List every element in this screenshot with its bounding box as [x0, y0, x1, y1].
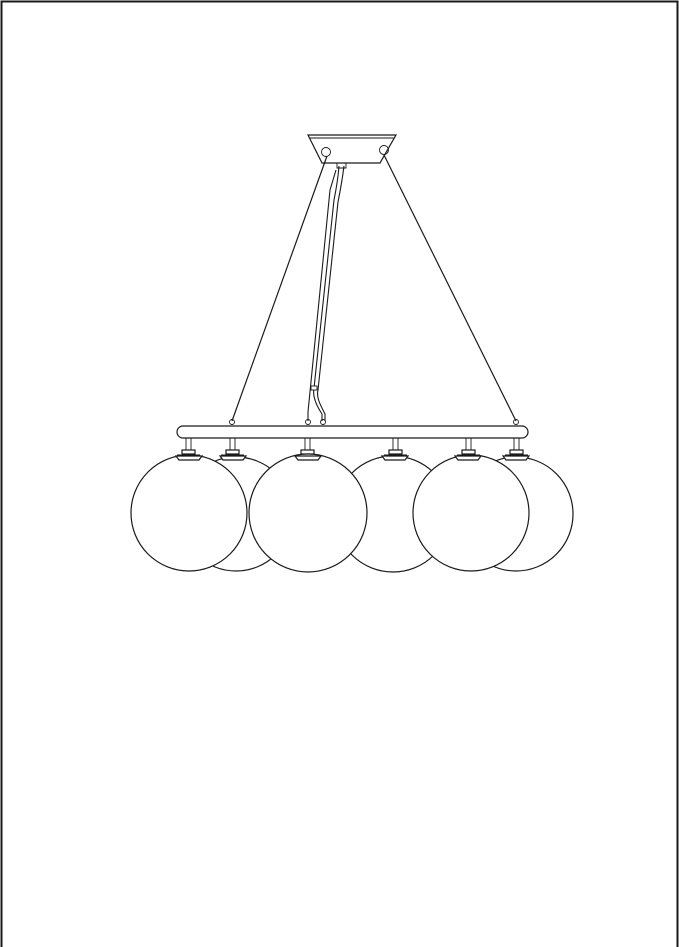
suspension-cable-right	[383, 154, 519, 425]
stem-2	[221, 438, 244, 456]
stem-3	[296, 438, 319, 456]
power-cord	[305, 165, 345, 425]
globe-front-2	[248, 453, 368, 573]
globe-stems	[177, 438, 528, 456]
horizontal-bar	[176, 425, 529, 439]
ceiling-canopy	[307, 134, 398, 169]
stem-1	[177, 438, 200, 456]
globe-front-3	[412, 454, 530, 572]
stem-6	[505, 438, 528, 456]
suspension-cable-left	[229, 155, 328, 425]
stem-5	[457, 438, 480, 456]
stem-4	[384, 438, 407, 456]
globes-front-row	[130, 453, 530, 573]
globe-neck-caps	[174, 455, 531, 461]
globe-front-1	[130, 454, 248, 572]
